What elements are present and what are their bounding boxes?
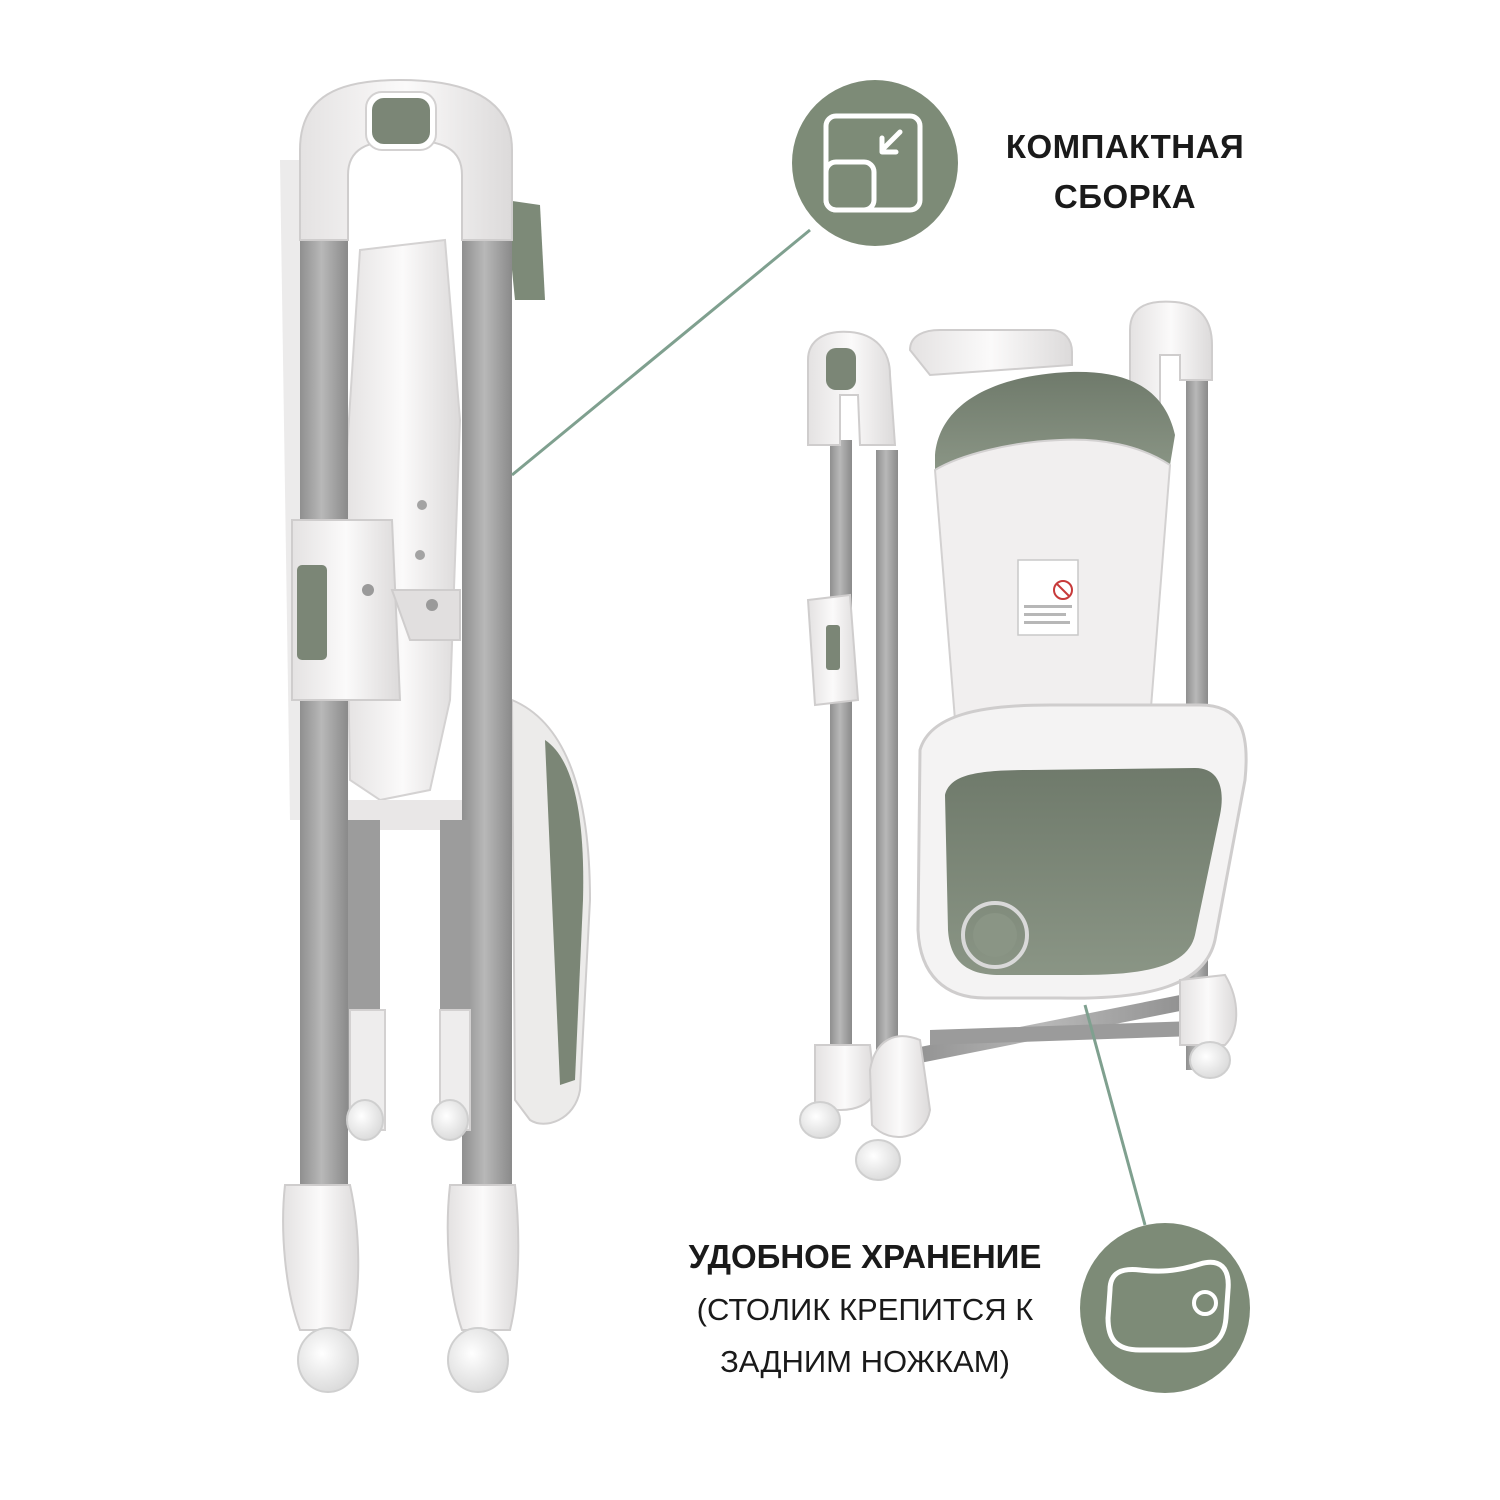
compact-title-line: СБОРКА (1053, 178, 1197, 215)
compact-leader-line (511, 228, 811, 477)
compact-fold-icon (792, 80, 958, 246)
storage-note: (СТОЛИК КРЕПИТСЯ К ЗАДНИМ НОЖКАМ) (655, 1284, 1075, 1388)
folded-high-chair-side-view (280, 78, 592, 1393)
compact-title: КОМПАКТНАЯ СБОРКА (960, 122, 1290, 222)
storage-note-line: ЗАДНИМ НОЖКАМ) (720, 1344, 1010, 1379)
compact-title-line: КОМПАКТНАЯ (1005, 128, 1245, 165)
folded-high-chair-front-view (799, 300, 1248, 1181)
storage-note-line: (СТОЛИК КРЕПИТСЯ К (696, 1292, 1034, 1327)
storage-title: УДОБНОЕ ХРАНЕНИЕ (688, 1238, 1042, 1275)
storage-feature: УДОБНОЕ ХРАНЕНИЕ (СТОЛИК КРЕПИТСЯ К ЗАДН… (655, 1230, 1075, 1388)
storage-leader-line (1083, 1004, 1147, 1226)
tray-icon (1080, 1223, 1250, 1393)
